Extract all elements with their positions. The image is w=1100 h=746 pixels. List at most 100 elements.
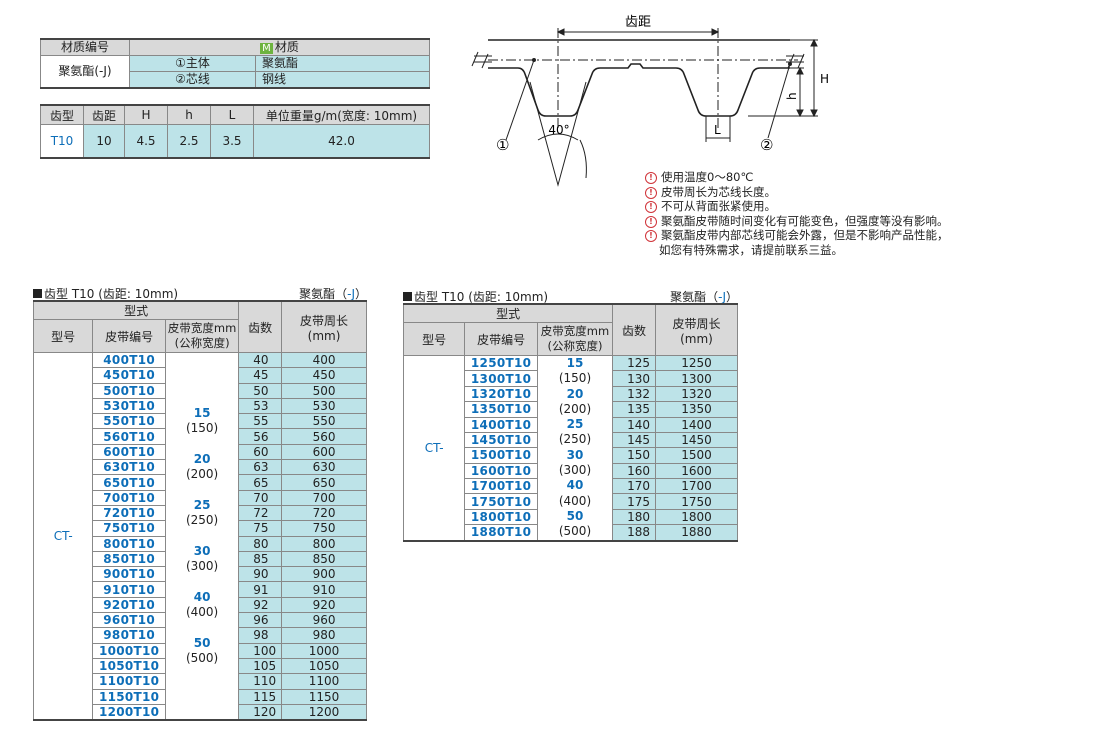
belt-length: 600 — [281, 443, 367, 461]
spec-h-weight: 单位重量g/m(宽度: 10mm) — [253, 104, 430, 125]
belt-code: 1800T10 — [464, 508, 538, 526]
belt-code: 1320T10 — [464, 385, 538, 403]
teeth-count: 188 — [612, 524, 656, 542]
spec-h-pitch: 齿距 — [83, 104, 125, 125]
spec-h: 2.5 — [167, 124, 211, 159]
belt-code: 850T10 — [92, 550, 166, 568]
teeth-count: 105 — [238, 657, 283, 675]
belt-code: 700T10 — [92, 489, 166, 506]
belt-code: 1350T10 — [464, 401, 538, 418]
belt-code: 1700T10 — [464, 477, 538, 495]
warning-icon: ! — [645, 230, 657, 242]
teeth-count: 110 — [238, 673, 283, 690]
teeth-count: 56 — [238, 428, 283, 445]
belt-code: 960T10 — [92, 612, 166, 629]
material-row-label: 聚氨酯(-J) — [40, 55, 130, 89]
teeth-count: 72 — [238, 504, 283, 522]
belt-code: 550T10 — [92, 413, 166, 430]
teeth-count: 135 — [612, 401, 656, 418]
belt-code: 1600T10 — [464, 462, 538, 480]
belt-length: 530 — [281, 397, 367, 415]
width-option: 25(250) — [558, 417, 592, 447]
belt-code: 560T10 — [92, 428, 166, 445]
teeth-header: 齿数 — [612, 303, 656, 356]
belt-length: 630 — [281, 459, 367, 476]
belt-code: 1400T10 — [464, 416, 538, 433]
belt-length: 550 — [281, 413, 367, 430]
belt-code: 750T10 — [92, 520, 166, 537]
spec-h-type: 齿型 — [40, 104, 84, 125]
belt-length: 450 — [281, 367, 367, 384]
belt-length: 1150 — [281, 688, 367, 705]
teeth-count: 175 — [612, 493, 656, 510]
teeth-count: 50 — [238, 382, 283, 399]
teeth-count: 120 — [238, 703, 283, 721]
belt-code: 1300T10 — [464, 370, 538, 387]
angle-label: 40° — [548, 123, 569, 137]
h-label: h — [785, 92, 799, 100]
teeth-count: 85 — [238, 550, 283, 568]
H-label: H — [820, 72, 828, 86]
belt-length: 920 — [281, 596, 367, 614]
teeth-count: 80 — [238, 535, 283, 552]
teeth-count: 100 — [238, 642, 283, 659]
belt-profile-diagram: 齿距 40° H h L ① ② — [471, 15, 828, 187]
belt-length: 1750 — [654, 493, 739, 510]
note-item: !使用温度0～80℃ — [645, 170, 1005, 185]
teeth-count: 91 — [238, 581, 283, 598]
spec-h-h: h — [167, 104, 211, 125]
m-badge-icon: M — [260, 43, 273, 54]
width-option: 50(500) — [185, 635, 219, 665]
teeth-header: 齿数 — [238, 300, 283, 353]
teeth-count: 130 — [612, 370, 656, 387]
belt-code: 400T10 — [92, 351, 166, 369]
square-bullet-icon — [33, 289, 42, 298]
model-header: 型号 — [402, 322, 466, 356]
teeth-count: 90 — [238, 566, 283, 583]
belt-length: 850 — [281, 550, 367, 568]
note-item: !皮带周长为芯线长度。 — [645, 185, 1005, 200]
teeth-count: 140 — [612, 416, 656, 433]
list1-title-bar: 齿型 T10 (齿距: 10mm) 聚氨酯（-J） — [33, 285, 367, 302]
width-option: 50(500) — [558, 508, 592, 539]
belt-code: 1450T10 — [464, 431, 538, 449]
belt-code: 530T10 — [92, 397, 166, 415]
belt-length: 1400 — [654, 416, 739, 433]
callout-2: ② — [760, 136, 773, 154]
teeth-count: 96 — [238, 612, 283, 629]
belt-length: 1880 — [654, 524, 739, 542]
warning-icon: ! — [645, 172, 657, 184]
material-no-header: 材质编号 — [40, 38, 130, 56]
teeth-count: 75 — [238, 520, 283, 537]
part-core: ②芯线 — [129, 71, 256, 89]
belt-code: 650T10 — [92, 474, 166, 491]
spec-weight: 42.0 — [253, 124, 430, 159]
width-cell: 15(150)20(200)25(250)30(300)40(400)50(50… — [164, 351, 240, 721]
belt-code: 1880T10 — [464, 524, 538, 542]
belt-code: 980T10 — [92, 627, 166, 644]
teeth-count: 60 — [238, 443, 283, 461]
belt-length: 1050 — [281, 657, 367, 675]
width-option: 20(200) — [558, 386, 592, 416]
spec-L: 3.5 — [210, 124, 254, 159]
type-group-header: 型式 — [32, 300, 240, 320]
spec-pitch: 10 — [83, 124, 125, 159]
